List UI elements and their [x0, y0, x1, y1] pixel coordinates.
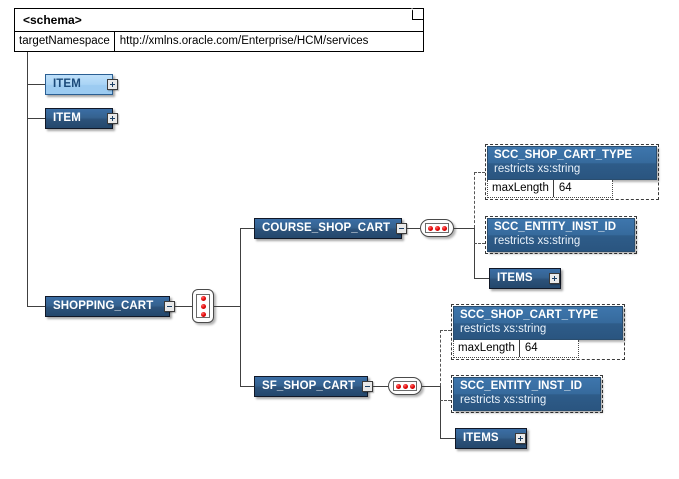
collapse-toggle-shopping-cart[interactable]	[164, 301, 175, 312]
expand-toggle-items-top[interactable]	[549, 273, 560, 284]
node-course-shop-cart-label: COURSE_SHOP_CART	[262, 222, 391, 234]
connector-to-items-top	[474, 278, 489, 279]
connector-dotted-riser-bottom	[440, 330, 441, 386]
node-sf-shop-cart-label: SF_SHOP_CART	[262, 380, 356, 392]
connector-shopping-cart-to-choice	[175, 306, 192, 307]
connector-choice-to-course	[240, 228, 254, 229]
compositor-sequence-sf[interactable]	[388, 377, 422, 395]
plus-icon-vertical-bar	[520, 436, 521, 441]
connector-dotted-to-shop-cart-type-top	[474, 172, 485, 173]
compositor-dot-1	[396, 384, 401, 389]
compositor-dot-1	[428, 226, 433, 231]
collapse-toggle-course-shop-cart[interactable]	[396, 223, 407, 234]
expand-toggle-items-bottom[interactable]	[515, 433, 526, 444]
plus-icon-vertical-bar	[554, 276, 555, 281]
dogear-corner-icon	[412, 9, 423, 20]
node-shopping-cart[interactable]: SHOPPING_CART	[45, 296, 170, 317]
minus-icon-horizontal-bar	[399, 228, 404, 229]
tree-branch-shopping-cart	[27, 306, 45, 307]
compositor-sequence-course[interactable]	[420, 219, 454, 237]
minus-icon-horizontal-bar	[167, 306, 172, 307]
type-name-label: SCC_ENTITY_INST_ID	[460, 380, 583, 392]
type-box-shop-cart-type-top[interactable]: SCC_SHOP_CART_TYPE restricts xs:string m…	[485, 144, 659, 200]
type-header-shop-cart-type-top: SCC_SHOP_CART_TYPE restricts xs:string	[487, 146, 657, 180]
facet-key-label: maxLength	[454, 340, 520, 357]
compositor-dot-3	[410, 384, 415, 389]
node-items-top[interactable]: ITEMS	[489, 268, 561, 289]
connector-sequence-bottom-vertical	[440, 386, 441, 438]
tree-branch-item-2	[27, 118, 45, 119]
schema-attribute-row: targetNamespace http://xmlns.oracle.com/…	[15, 32, 423, 52]
connector-course-to-sequence	[407, 228, 420, 229]
minus-icon-horizontal-bar	[365, 386, 370, 387]
connector-dotted-to-entity-inst-id-bottom	[440, 400, 451, 401]
facet-value-label: 64	[524, 342, 538, 354]
type-header-shop-cart-type-bottom: SCC_SHOP_CART_TYPE restricts xs:string	[453, 306, 623, 340]
type-box-shop-cart-type-bottom[interactable]: SCC_SHOP_CART_TYPE restricts xs:string m…	[451, 304, 625, 360]
compositor-dot-3	[201, 312, 206, 317]
connector-sequence-top-stub	[454, 228, 474, 229]
compositor-choice-shopping-cart[interactable]	[192, 289, 214, 323]
connector-sequence-bottom-stub	[422, 386, 440, 387]
type-name-label: SCC_SHOP_CART_TYPE	[460, 309, 599, 321]
facet-key-label: maxLength	[488, 180, 554, 197]
node-sf-shop-cart[interactable]: SF_SHOP_CART	[254, 376, 368, 397]
node-items-bottom-label: ITEMS	[463, 432, 499, 444]
tree-branch-item-1	[27, 84, 45, 85]
connector-dotted-to-entity-inst-id-top	[474, 243, 485, 244]
type-header-entity-inst-id-bottom: SCC_ENTITY_INST_ID restricts xs:string	[453, 377, 601, 411]
type-box-entity-inst-id-top[interactable]: SCC_ENTITY_INST_ID restricts xs:string	[485, 216, 637, 254]
plus-icon-vertical-bar	[112, 116, 113, 121]
node-item-2[interactable]: ITEM	[45, 108, 113, 129]
schema-title: <schema>	[15, 9, 423, 32]
connector-choice-to-sf	[240, 386, 254, 387]
facet-row-maxlength-bottom: maxLength 64	[453, 340, 579, 358]
facet-row-maxlength-top: maxLength 64	[487, 180, 613, 198]
type-box-entity-inst-id-bottom[interactable]: SCC_ENTITY_INST_ID restricts xs:string	[451, 375, 603, 413]
collapse-toggle-sf-shop-cart[interactable]	[362, 381, 373, 392]
type-restricts-label: restricts xs:string	[460, 394, 547, 406]
node-item-2-label: ITEM	[53, 112, 81, 124]
connector-choice-stub	[214, 306, 240, 307]
schema-attribute-value: http://xmlns.oracle.com/Enterprise/HCM/s…	[119, 35, 369, 47]
compositor-dot-2	[403, 384, 408, 389]
schema-attribute-name: targetNamespace	[15, 32, 115, 52]
node-shopping-cart-label: SHOPPING_CART	[53, 300, 154, 312]
connector-dotted-riser-top	[474, 172, 475, 228]
tree-trunk-line	[27, 52, 28, 306]
connector-to-items-bottom	[440, 438, 455, 439]
connector-choice-vertical	[240, 228, 241, 386]
type-restricts-label: restricts xs:string	[494, 163, 581, 175]
node-course-shop-cart[interactable]: COURSE_SHOP_CART	[254, 218, 402, 239]
type-name-label: SCC_ENTITY_INST_ID	[494, 221, 617, 233]
type-restricts-label: restricts xs:string	[494, 235, 581, 247]
compositor-dot-3	[442, 226, 447, 231]
schema-header-box: <schema> targetNamespace http://xmlns.or…	[14, 8, 424, 52]
compositor-dot-1	[201, 296, 206, 301]
node-items-top-label: ITEMS	[497, 272, 533, 284]
expand-toggle-item-2[interactable]	[107, 113, 118, 124]
type-header-entity-inst-id-top: SCC_ENTITY_INST_ID restricts xs:string	[487, 218, 635, 252]
expand-toggle-item-1[interactable]	[107, 79, 118, 90]
type-restricts-label: restricts xs:string	[460, 323, 547, 335]
node-items-bottom[interactable]: ITEMS	[455, 428, 527, 449]
connector-dotted-to-shop-cart-type-bottom	[440, 330, 451, 331]
plus-icon-vertical-bar	[112, 82, 113, 87]
connector-sequence-top-vertical	[474, 228, 475, 278]
node-item-1[interactable]: ITEM	[45, 74, 113, 95]
facet-value-label: 64	[558, 182, 572, 194]
compositor-dot-2	[435, 226, 440, 231]
connector-sf-to-sequence	[373, 386, 388, 387]
compositor-dot-2	[201, 304, 206, 309]
type-name-label: SCC_SHOP_CART_TYPE	[494, 149, 633, 161]
node-item-1-label: ITEM	[53, 78, 81, 90]
